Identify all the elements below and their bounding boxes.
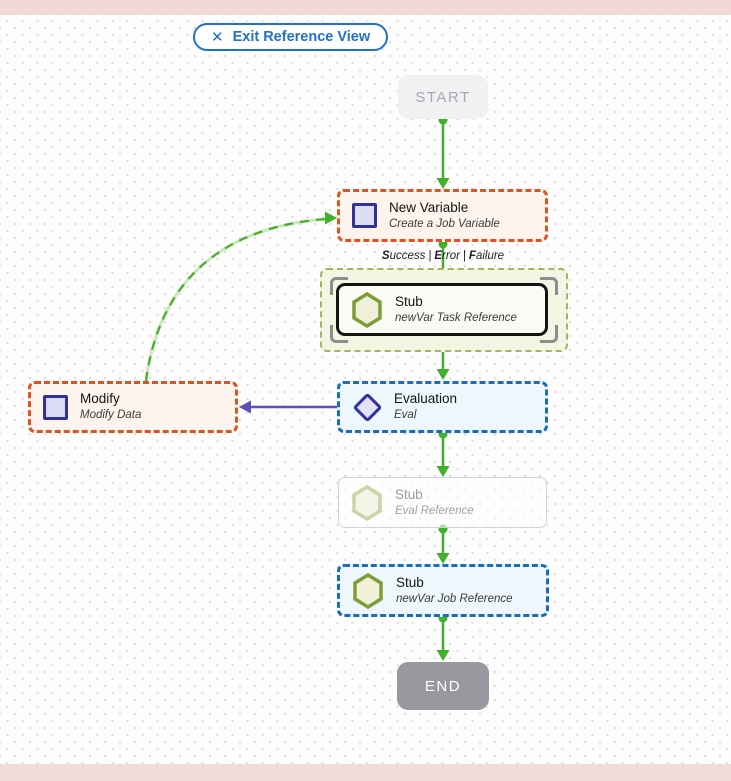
node-title: New Variable (389, 199, 469, 215)
node-title: Stub (395, 486, 423, 502)
outcome-success: Success (381, 250, 426, 262)
selection-bracket-top-left-icon (330, 277, 348, 295)
modify-node[interactable]: Modify Modify Data (28, 381, 238, 433)
variable-square-icon (352, 203, 377, 228)
node-text: New Variable Create a Job Variable (389, 200, 500, 231)
node-text: Stub Eval Reference (395, 487, 474, 518)
modify-square-icon (43, 394, 68, 420)
outcome-separator: | (462, 250, 466, 262)
stub-task-node[interactable]: Stub newVar Task Reference (336, 283, 548, 336)
node-title: Stub (395, 293, 423, 309)
arrowhead-icon (436, 553, 450, 564)
bottom-frame-band (0, 764, 731, 781)
outcome-error: Error (434, 250, 460, 262)
stub-job-node[interactable]: Stub newVar Job Reference (337, 564, 549, 617)
hexagon-icon (352, 484, 382, 521)
new-variable-node[interactable]: New Variable Create a Job Variable (337, 189, 548, 242)
node-text: Modify Modify Data (80, 391, 141, 422)
arrowhead-icon (325, 211, 337, 225)
close-icon: ✕ (211, 28, 224, 46)
end-label: END (424, 677, 462, 695)
edge-outcome-label: Success|Error|Failure (353, 250, 533, 262)
start-node[interactable]: START (398, 75, 488, 119)
start-label: START (415, 88, 471, 106)
task-reference-group[interactable]: Stub newVar Task Reference (320, 268, 568, 352)
evaluation-node[interactable]: Evaluation Eval (337, 381, 548, 433)
outcome-failure: Failure (468, 250, 505, 262)
node-title: Modify (80, 391, 120, 407)
arrowhead-icon (436, 178, 450, 189)
stub-eval-node[interactable]: Stub Eval Reference (338, 477, 547, 528)
node-text: Stub newVar Task Reference (395, 294, 517, 325)
selection-bracket-bottom-left-icon (330, 325, 348, 343)
hexagon-icon (352, 291, 382, 328)
end-node[interactable]: END (397, 662, 489, 710)
node-subtitle: Create a Job Variable (389, 217, 500, 230)
top-frame-band (0, 0, 731, 15)
exit-reference-view-button[interactable]: ✕ Exit Reference View (193, 23, 389, 51)
node-title: Evaluation (394, 391, 458, 407)
arrowhead-icon (239, 400, 251, 414)
arrowhead-icon (436, 466, 450, 477)
node-subtitle: newVar Task Reference (395, 311, 517, 324)
node-text: Evaluation Eval (394, 391, 457, 422)
hexagon-icon (353, 572, 383, 609)
node-title: Stub (396, 574, 424, 590)
evaluation-diamond-icon (352, 392, 382, 422)
node-subtitle: Modify Data (80, 409, 142, 422)
arrowhead-icon (436, 650, 450, 661)
outcome-separator: | (428, 250, 432, 262)
node-text: Stub newVar Job Reference (396, 575, 513, 606)
node-subtitle: newVar Job Reference (396, 592, 513, 605)
node-subtitle: Eval Reference (395, 504, 474, 517)
arrowhead-icon (436, 369, 450, 380)
node-subtitle: Eval (394, 409, 417, 422)
selection-bracket-bottom-right-icon (540, 325, 558, 343)
selection-bracket-top-right-icon (540, 277, 558, 295)
exit-reference-view-label: Exit Reference View (232, 29, 371, 45)
